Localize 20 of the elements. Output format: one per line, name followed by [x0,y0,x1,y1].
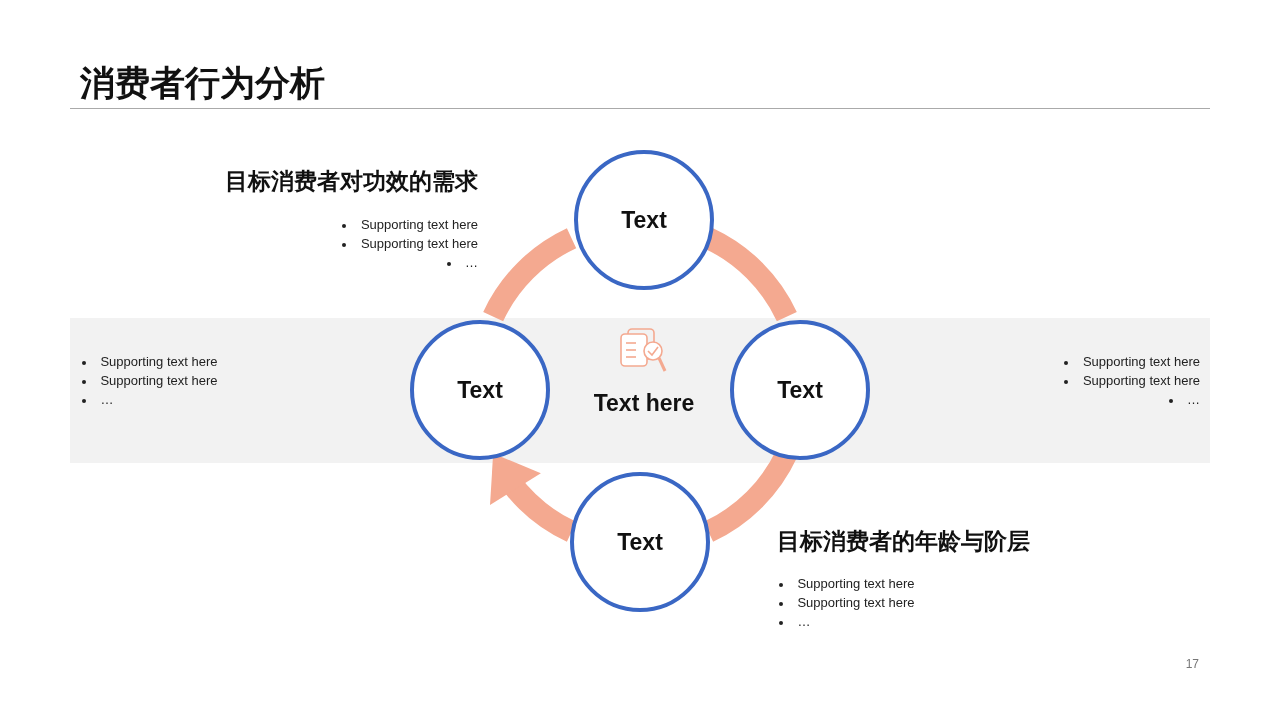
heading-text: 目标消费者的年龄与阶层 [777,527,1030,556]
bullet-item: … [779,612,811,631]
bullet-item: Supporting text here [82,371,218,390]
bullet-item: … [446,253,478,272]
bullet-item: Supporting text here [342,215,478,234]
heading-text: 目标消费者对功效的需求 [225,167,478,196]
bullet-item: Supporting text here [342,234,478,253]
bullet-item: Supporting text here [1064,352,1200,371]
circle-node: Text [570,472,710,612]
slide-title: 消费者行为分析 [80,62,325,105]
circle-node: Text [574,150,714,290]
bullet-item: Supporting text here [82,352,218,371]
bullet-item: Supporting text here [779,593,915,612]
center-text: Text here [593,390,695,417]
bullet-item: … [82,390,114,409]
bullet-item: … [1168,390,1200,409]
connector-arc [483,228,577,322]
bullet-item: Supporting text here [1064,371,1200,390]
bullet-item: Supporting text here [779,574,915,593]
page-number: 17 [1185,657,1199,671]
